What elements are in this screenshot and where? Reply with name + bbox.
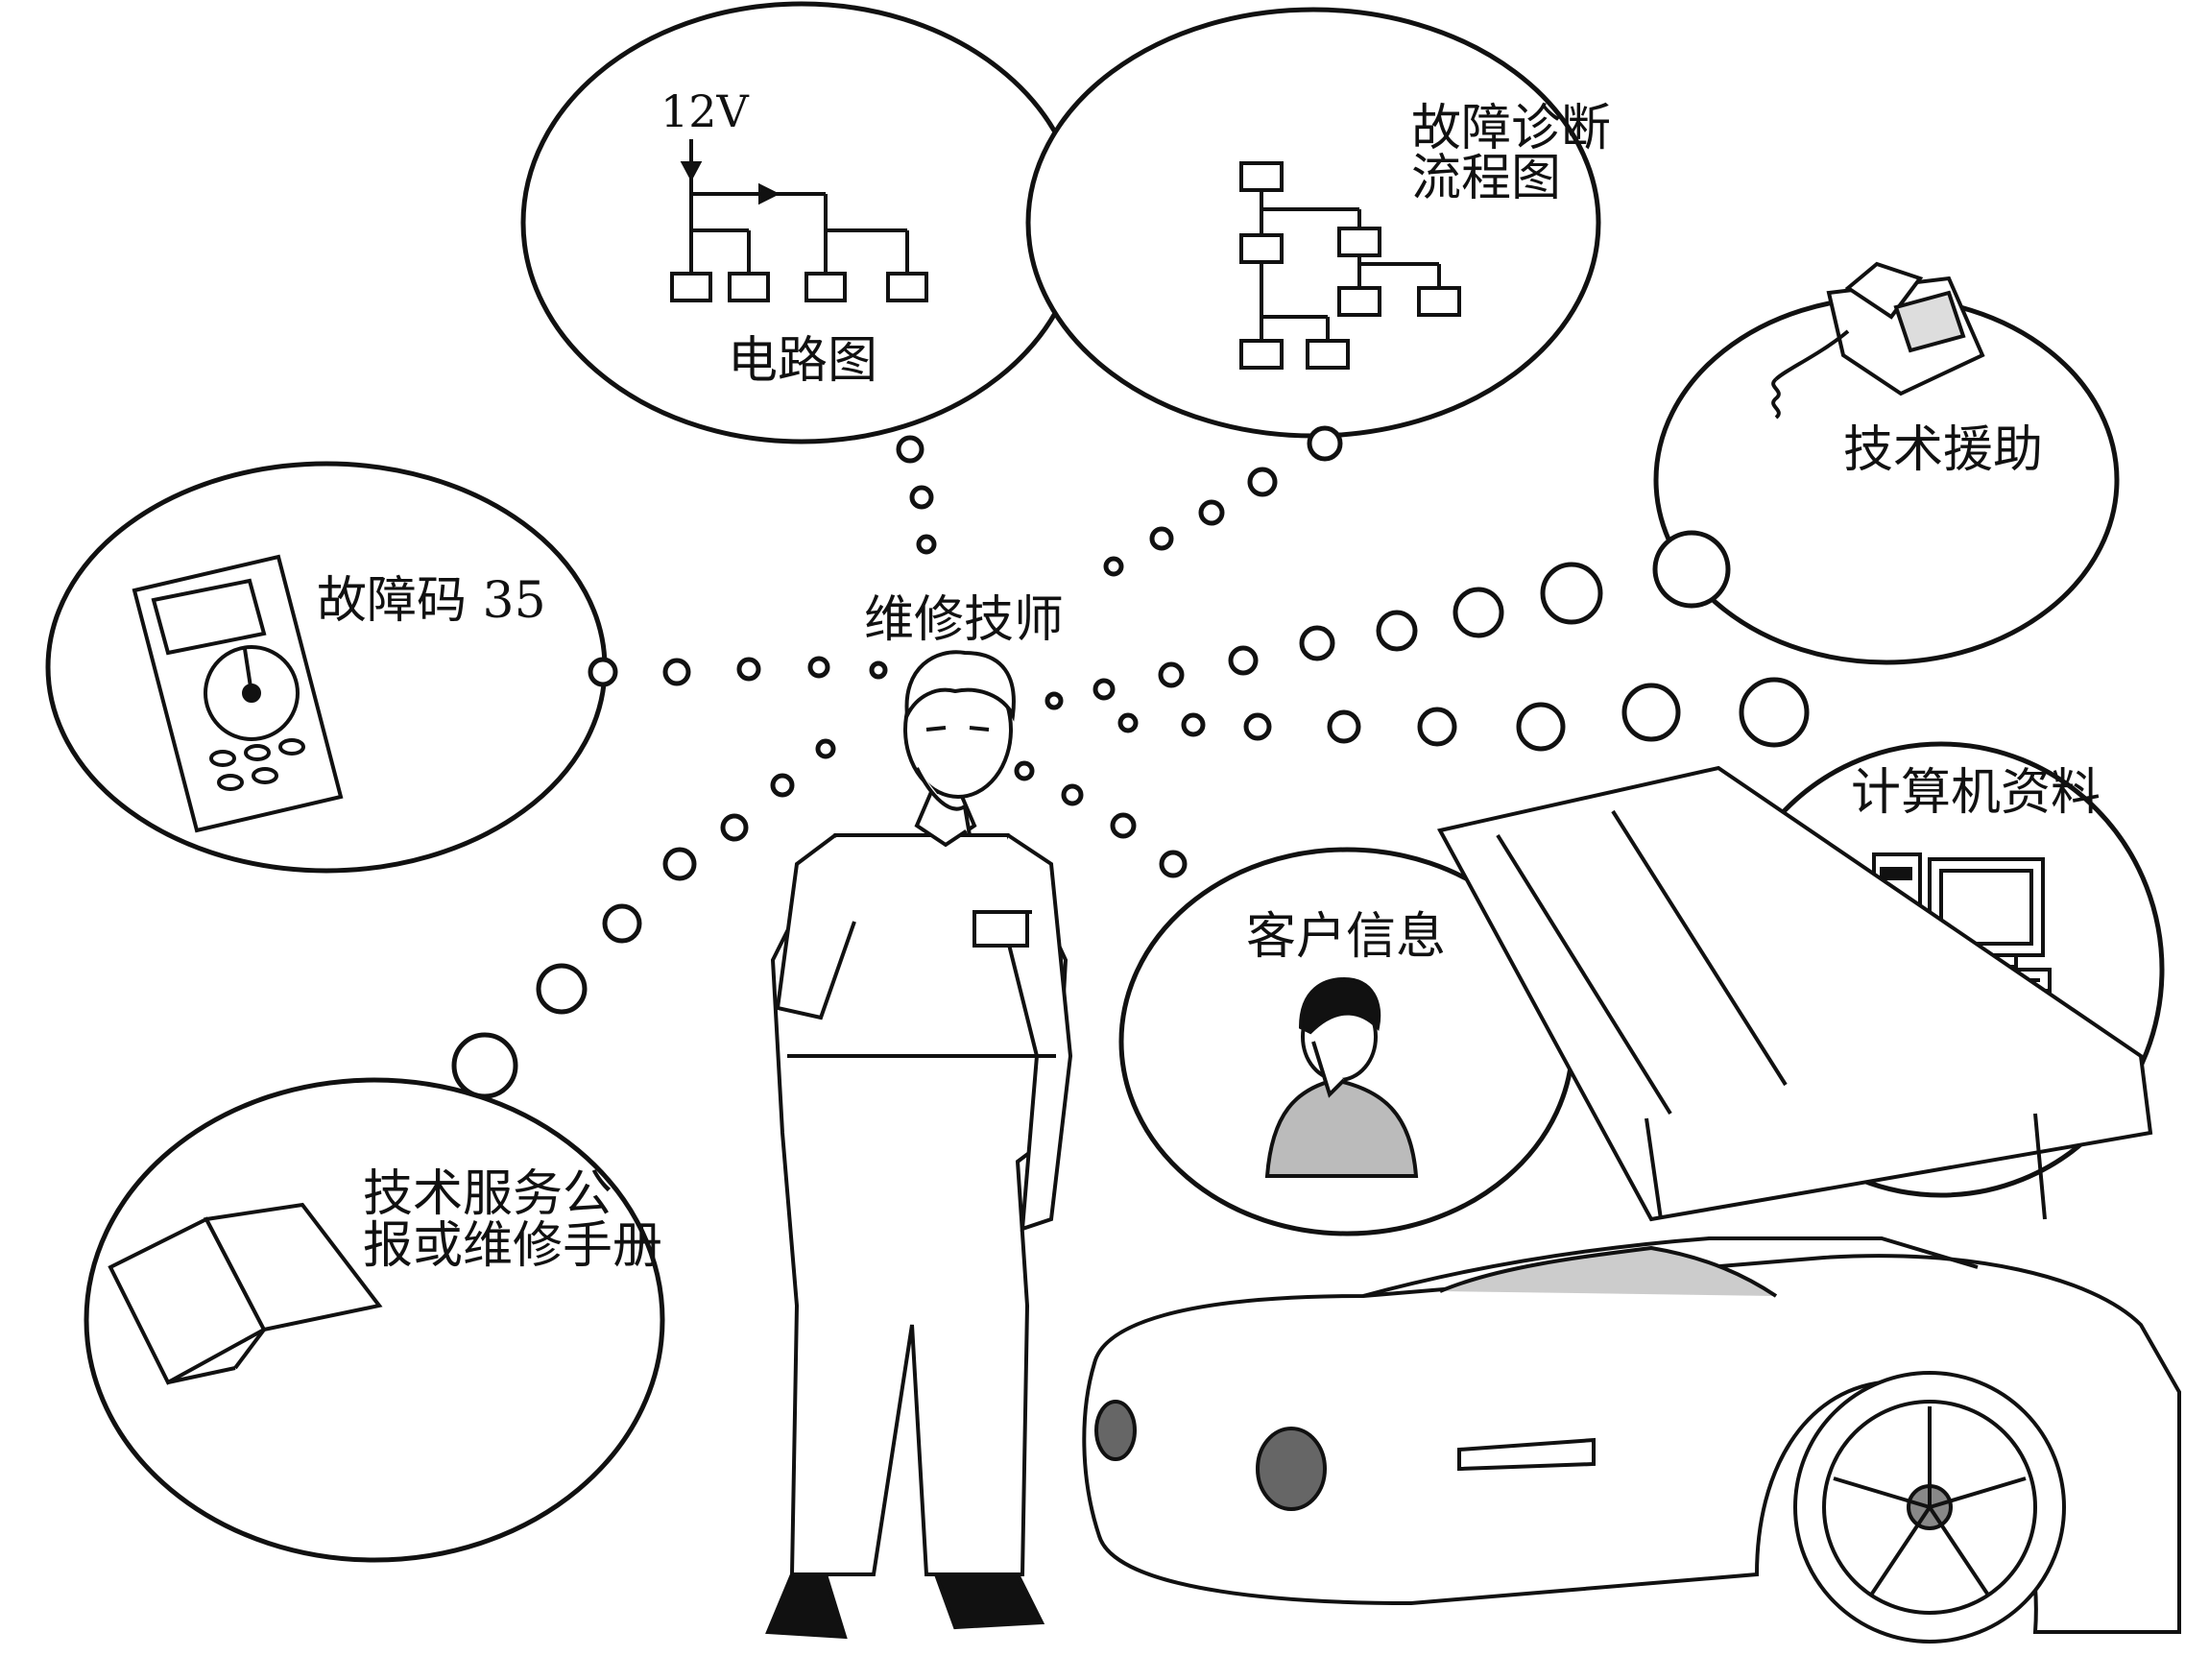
dots-computer (1044, 677, 1810, 752)
label-voltage: 12V (660, 85, 749, 137)
label-manual-line2: 报或维修手册 (363, 1217, 663, 1275)
dots-manual (451, 738, 836, 1099)
label-flowchart-line2: 流程图 (1411, 150, 1562, 207)
dots-customer (1014, 760, 1188, 878)
label-customer: 客户信息 (1246, 908, 1447, 966)
dots-fault-code (588, 656, 888, 687)
open-book-icon (108, 1202, 383, 1385)
label-tech-help: 技术援助 (1843, 421, 2044, 479)
customer-on-phone-icon (1264, 976, 1419, 1178)
circuit-diagram-icon (670, 139, 928, 302)
label-circuit: 电路图 (728, 332, 878, 390)
dots-flowchart (1103, 425, 1343, 577)
mechanic-figure-icon (765, 650, 1073, 1640)
car-open-hood-icon (1082, 765, 2181, 1644)
multimeter-icon (132, 554, 344, 833)
bubble-manual (84, 1077, 665, 1563)
dots-circuit (896, 435, 937, 555)
telephone-icon (1771, 261, 1985, 420)
dots-tech-help (1092, 530, 1731, 701)
bubble-fault-code (45, 461, 608, 874)
label-computer: 计算机资料 (1851, 764, 2101, 822)
label-technician: 维修技师 (864, 591, 1065, 649)
bubble-flowchart (1025, 7, 1601, 439)
label-flowchart-line1: 故障诊断 (1411, 100, 1612, 157)
label-fault-code: 故障码 35 (317, 572, 546, 630)
label-manual-line1: 技术服务公 (363, 1165, 613, 1223)
flowchart-icon (1239, 161, 1461, 370)
